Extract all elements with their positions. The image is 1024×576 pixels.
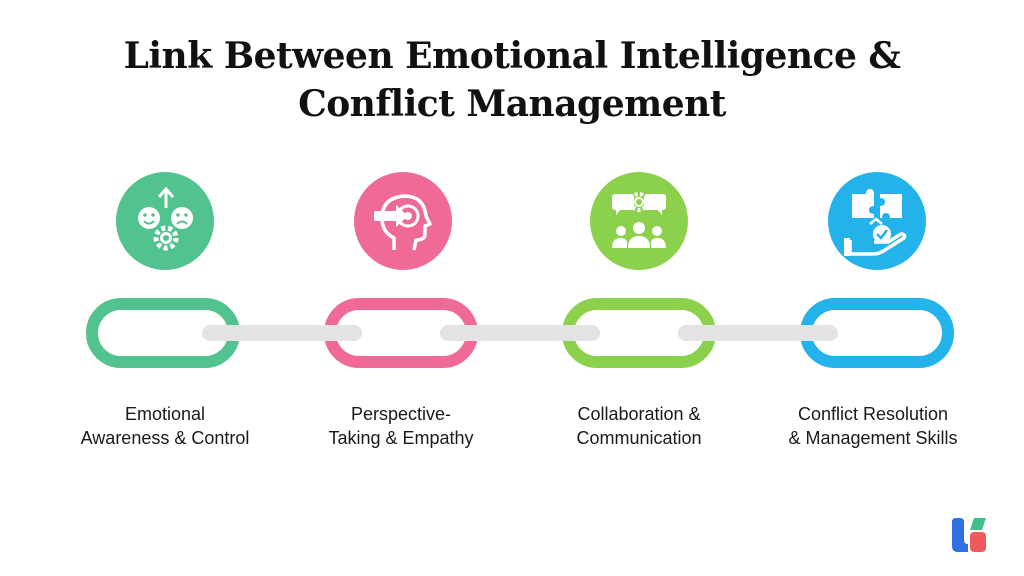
step-1-label: Emotional Awareness & Control (55, 402, 275, 450)
step-4-label-line-1: Conflict Resolution (797, 404, 949, 424)
step-3-label-line-2: Communication (576, 428, 702, 448)
step-1-label-line-1: Emotional (124, 404, 206, 424)
step-3-icon-circle (590, 172, 688, 270)
head-empathy-icon (374, 194, 432, 251)
connector-link-2 (440, 325, 600, 341)
puzzle-resolution-icon (844, 189, 907, 256)
step-2-label-line-1: Perspective- (350, 404, 452, 424)
title-line-1: Link Between Emotional Intelligence & (123, 35, 901, 77)
page-title: Link Between Emotional Intelligence & Co… (0, 32, 1024, 128)
step-1-icon-circle (116, 172, 214, 270)
brand-logo-icon (952, 518, 986, 552)
step-2-label-line-2: Taking & Empathy (328, 428, 474, 448)
connector-link-1 (202, 325, 362, 341)
connector-link-3 (678, 325, 838, 341)
step-2-label: Perspective- Taking & Empathy (291, 402, 511, 450)
step-1-label-line-2: Awareness & Control (80, 428, 250, 448)
emotions-gear-icon (138, 186, 193, 251)
step-3-label: Collaboration & Communication (529, 402, 749, 450)
step-4-label-line-2: & Management Skills (788, 428, 958, 448)
step-4-label: Conflict Resolution & Management Skills (763, 402, 983, 450)
chain-diagram (86, 298, 954, 368)
step-3-label-line-1: Collaboration & (577, 404, 701, 424)
step-2-icon-circle (354, 172, 452, 270)
step-4-icon-circle (828, 172, 926, 270)
title-line-2: Conflict Management (298, 83, 726, 125)
team-communication-icon (612, 192, 666, 248)
